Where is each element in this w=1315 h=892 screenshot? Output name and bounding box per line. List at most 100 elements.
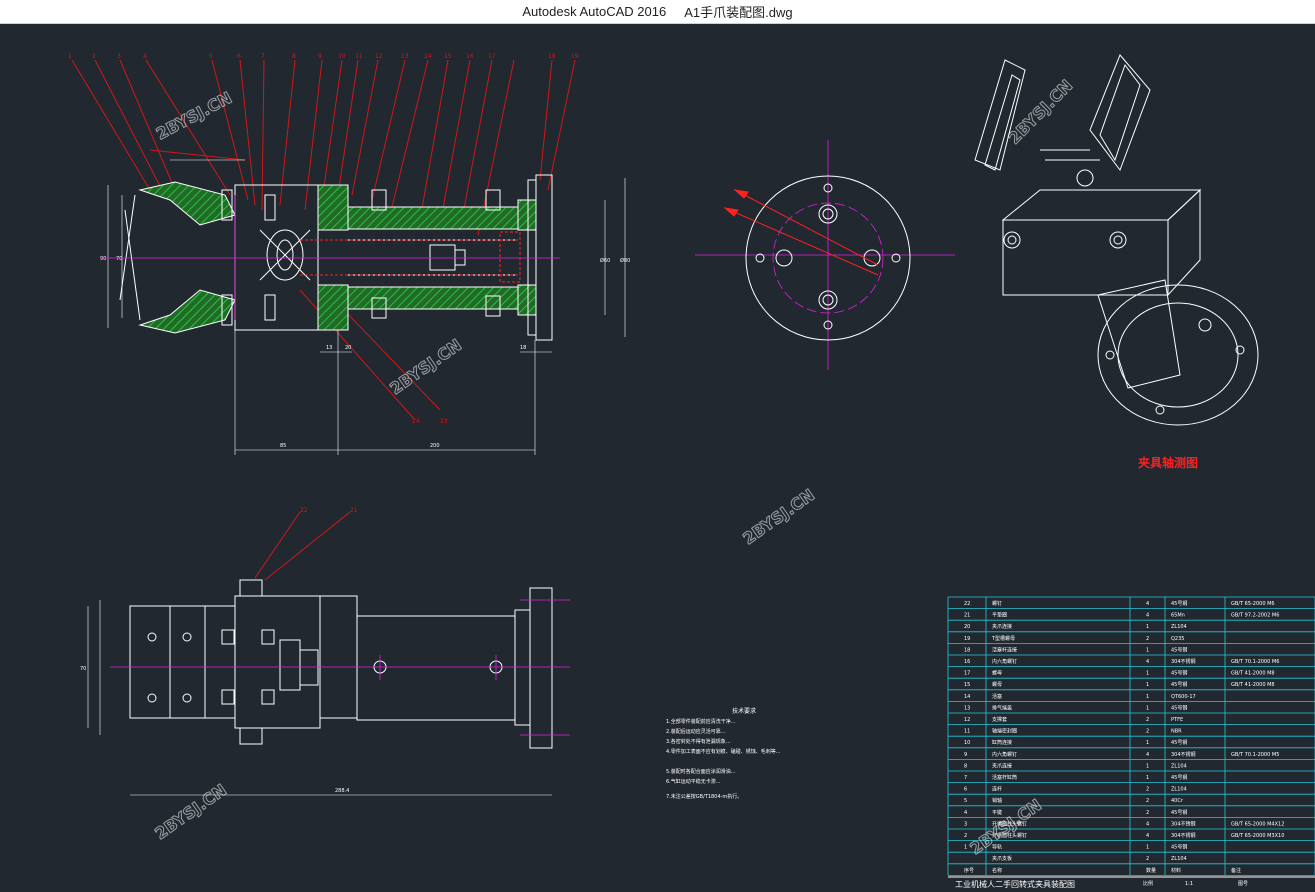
svg-text:4.零件加工表面不应有划痕、磕碰、锈蚀、毛刺等...: 4.零件加工表面不应有划痕、磕碰、锈蚀、毛刺等... (666, 748, 781, 755)
side-view-flange[interactable] (695, 140, 955, 370)
svg-text:11: 11 (355, 53, 363, 60)
bom-cell: 45号钢 (1171, 809, 1187, 816)
bom-cell: 1 (1146, 775, 1149, 781)
svg-text:2BYSJ.CN: 2BYSJ.CN (153, 88, 235, 144)
bom-cell: GB/T 65-2000 M4X12 (1231, 821, 1284, 827)
bom-cell: 304不锈钢 (1171, 832, 1196, 839)
bom-cell: 17 (964, 671, 970, 677)
svg-text:7.未注公差按GB/T1804-m执行。: 7.未注公差按GB/T1804-m执行。 (666, 793, 742, 800)
bom-cell: 19 (964, 636, 970, 642)
bom-cell: QT600-17 (1171, 694, 1196, 700)
bom-cell: GB/T 65-2000 M6 (1231, 601, 1275, 607)
bom-cell: 平垫圈 (992, 612, 1007, 619)
cylinder-body[interactable] (138, 181, 537, 334)
bom-cell: 4 (964, 810, 967, 816)
bom-header-cell: 备注 (1231, 867, 1241, 874)
bom-cell: 4 (1146, 613, 1149, 619)
bom-header-cell: 材料 (1171, 867, 1181, 874)
svg-text:9: 9 (318, 53, 322, 60)
bom-cell: 连杆 (992, 786, 1002, 793)
bom-cell: 1 (1146, 647, 1149, 653)
svg-text:5.装配时各配合面应涂润滑油...: 5.装配时各配合面应涂润滑油... (666, 768, 736, 775)
bom-cell: 活塞杆连接 (992, 646, 1017, 653)
bom-cell: 缸筒连接 (992, 739, 1012, 746)
bom-cell: GB/T 97.2-2002 M6 (1231, 613, 1279, 619)
section-arrows (723, 189, 879, 276)
svg-text:17: 17 (488, 53, 496, 60)
bom-cell: 14 (964, 694, 970, 700)
bom-cell: 10 (964, 740, 970, 746)
isometric-view[interactable] (974, 54, 1259, 426)
bom-cell: 2 (964, 833, 967, 839)
bom-header-cell: 数量 (1146, 867, 1156, 874)
bom-cell: 开槽圆柱头螺钉 (992, 832, 1027, 839)
bom-cell: 45号钢 (1171, 739, 1187, 746)
bom-cell: GB/T 41-2000 M8 (1231, 682, 1275, 688)
tech-req-title: 技术要求 (732, 707, 756, 715)
bom-cell: 45号钢 (1171, 646, 1187, 653)
bom-cell: 45号钢 (1171, 681, 1187, 688)
bom-cell: 4 (1146, 821, 1149, 827)
bom-cell: 304不锈钢 (1171, 658, 1196, 665)
bom-cell: 活塞杆缸筒 (992, 774, 1017, 781)
svg-text:6.气缸运动平稳无卡滞...: 6.气缸运动平稳无卡滞... (666, 778, 721, 785)
svg-text:12: 12 (375, 53, 383, 60)
bom-cell: 支撑套 (992, 716, 1007, 723)
bom-cell: 18 (964, 647, 970, 653)
bom-cell: 4 (1146, 833, 1149, 839)
bom-cell: 排气端盖 (992, 704, 1012, 711)
bom-cell: 活塞 (992, 693, 1002, 700)
bom-header-cell: 名称 (992, 867, 1002, 874)
svg-text:1: 1 (68, 53, 72, 60)
bom-cell: GB/T 70.1-2000 M5 (1231, 752, 1279, 758)
bom-cell: 2 (1146, 810, 1149, 816)
svg-text:16: 16 (466, 53, 474, 60)
app-name: Autodesk AutoCAD 2016 (522, 4, 667, 19)
bom-cell: 1 (1146, 694, 1149, 700)
bom-cell: T型槽螺母 (991, 635, 1015, 642)
leader-lines (71, 59, 576, 421)
bom-cell: 304不锈钢 (1171, 751, 1196, 758)
svg-text:23: 23 (440, 418, 448, 425)
center-lines (100, 195, 560, 320)
svg-text:2BYSJ.CN: 2BYSJ.CN (151, 780, 230, 843)
bom-cell: 45号钢 (1171, 774, 1187, 781)
svg-text:2BYSJ.CN: 2BYSJ.CN (966, 795, 1045, 858)
bom-cell: 4 (1146, 659, 1149, 665)
bom-cell: 螺母 (992, 681, 1002, 688)
svg-text:15: 15 (444, 53, 452, 60)
bom-cell: 8 (964, 763, 967, 769)
bom-cell: ZL104 (1171, 856, 1187, 862)
svg-text:5: 5 (209, 53, 213, 60)
bom-cell: 2 (1146, 636, 1149, 642)
bom-cell: 导轨 (992, 844, 1002, 851)
svg-text:70: 70 (116, 256, 122, 262)
bom-cell: PTFE (1171, 717, 1183, 723)
svg-text:2.装配后运动应灵活可靠...: 2.装配后运动应灵活可靠... (666, 728, 726, 735)
bom-cell: NBR (1171, 729, 1182, 735)
bom-cell: 15 (964, 682, 970, 688)
svg-text:85: 85 (280, 443, 286, 449)
bom-cell: 45号钢 (1171, 600, 1187, 607)
bom-cell: 1 (1146, 740, 1149, 746)
bom-cell: ZL104 (1171, 624, 1187, 630)
svg-text:200: 200 (430, 443, 440, 449)
bom-cell: 2 (1146, 856, 1149, 862)
svg-text:3: 3 (117, 53, 121, 60)
bom-cell: 7 (964, 775, 967, 781)
bom-cell: 13 (964, 705, 970, 711)
iso-view-title: 夹具轴测图 (1138, 455, 1198, 470)
bom-cell: GB/T 65-2000 M3X10 (1231, 833, 1284, 839)
svg-text:13: 13 (326, 345, 332, 351)
svg-text:13: 13 (401, 53, 409, 60)
svg-text:18: 18 (520, 345, 526, 351)
title-block-scale-label: 比例 (1143, 880, 1153, 887)
bom-cell: ZL104 (1171, 787, 1187, 793)
